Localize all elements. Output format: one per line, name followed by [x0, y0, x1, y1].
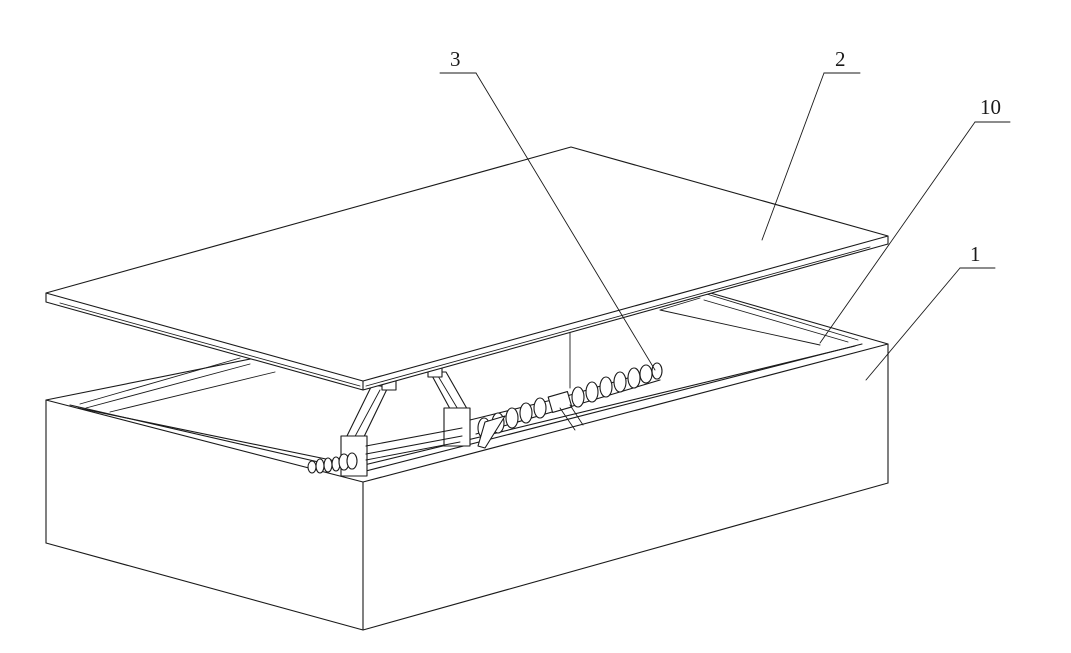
left-screw [307, 452, 358, 474]
leader-line-1: 1 [865, 242, 996, 381]
platform-plate [45, 146, 889, 391]
label-1: 1 [970, 242, 981, 266]
leader-line-3: 3 [439, 47, 656, 371]
label-3: 3 [450, 47, 461, 71]
scissor-mechanism [307, 362, 663, 477]
label-2: 2 [835, 47, 846, 71]
leader-line-10: 10 [819, 95, 1011, 344]
label-10: 10 [980, 95, 1001, 119]
guide-rails [79, 291, 859, 413]
right-screw [469, 362, 663, 449]
leader-line-2: 2 [761, 47, 861, 241]
